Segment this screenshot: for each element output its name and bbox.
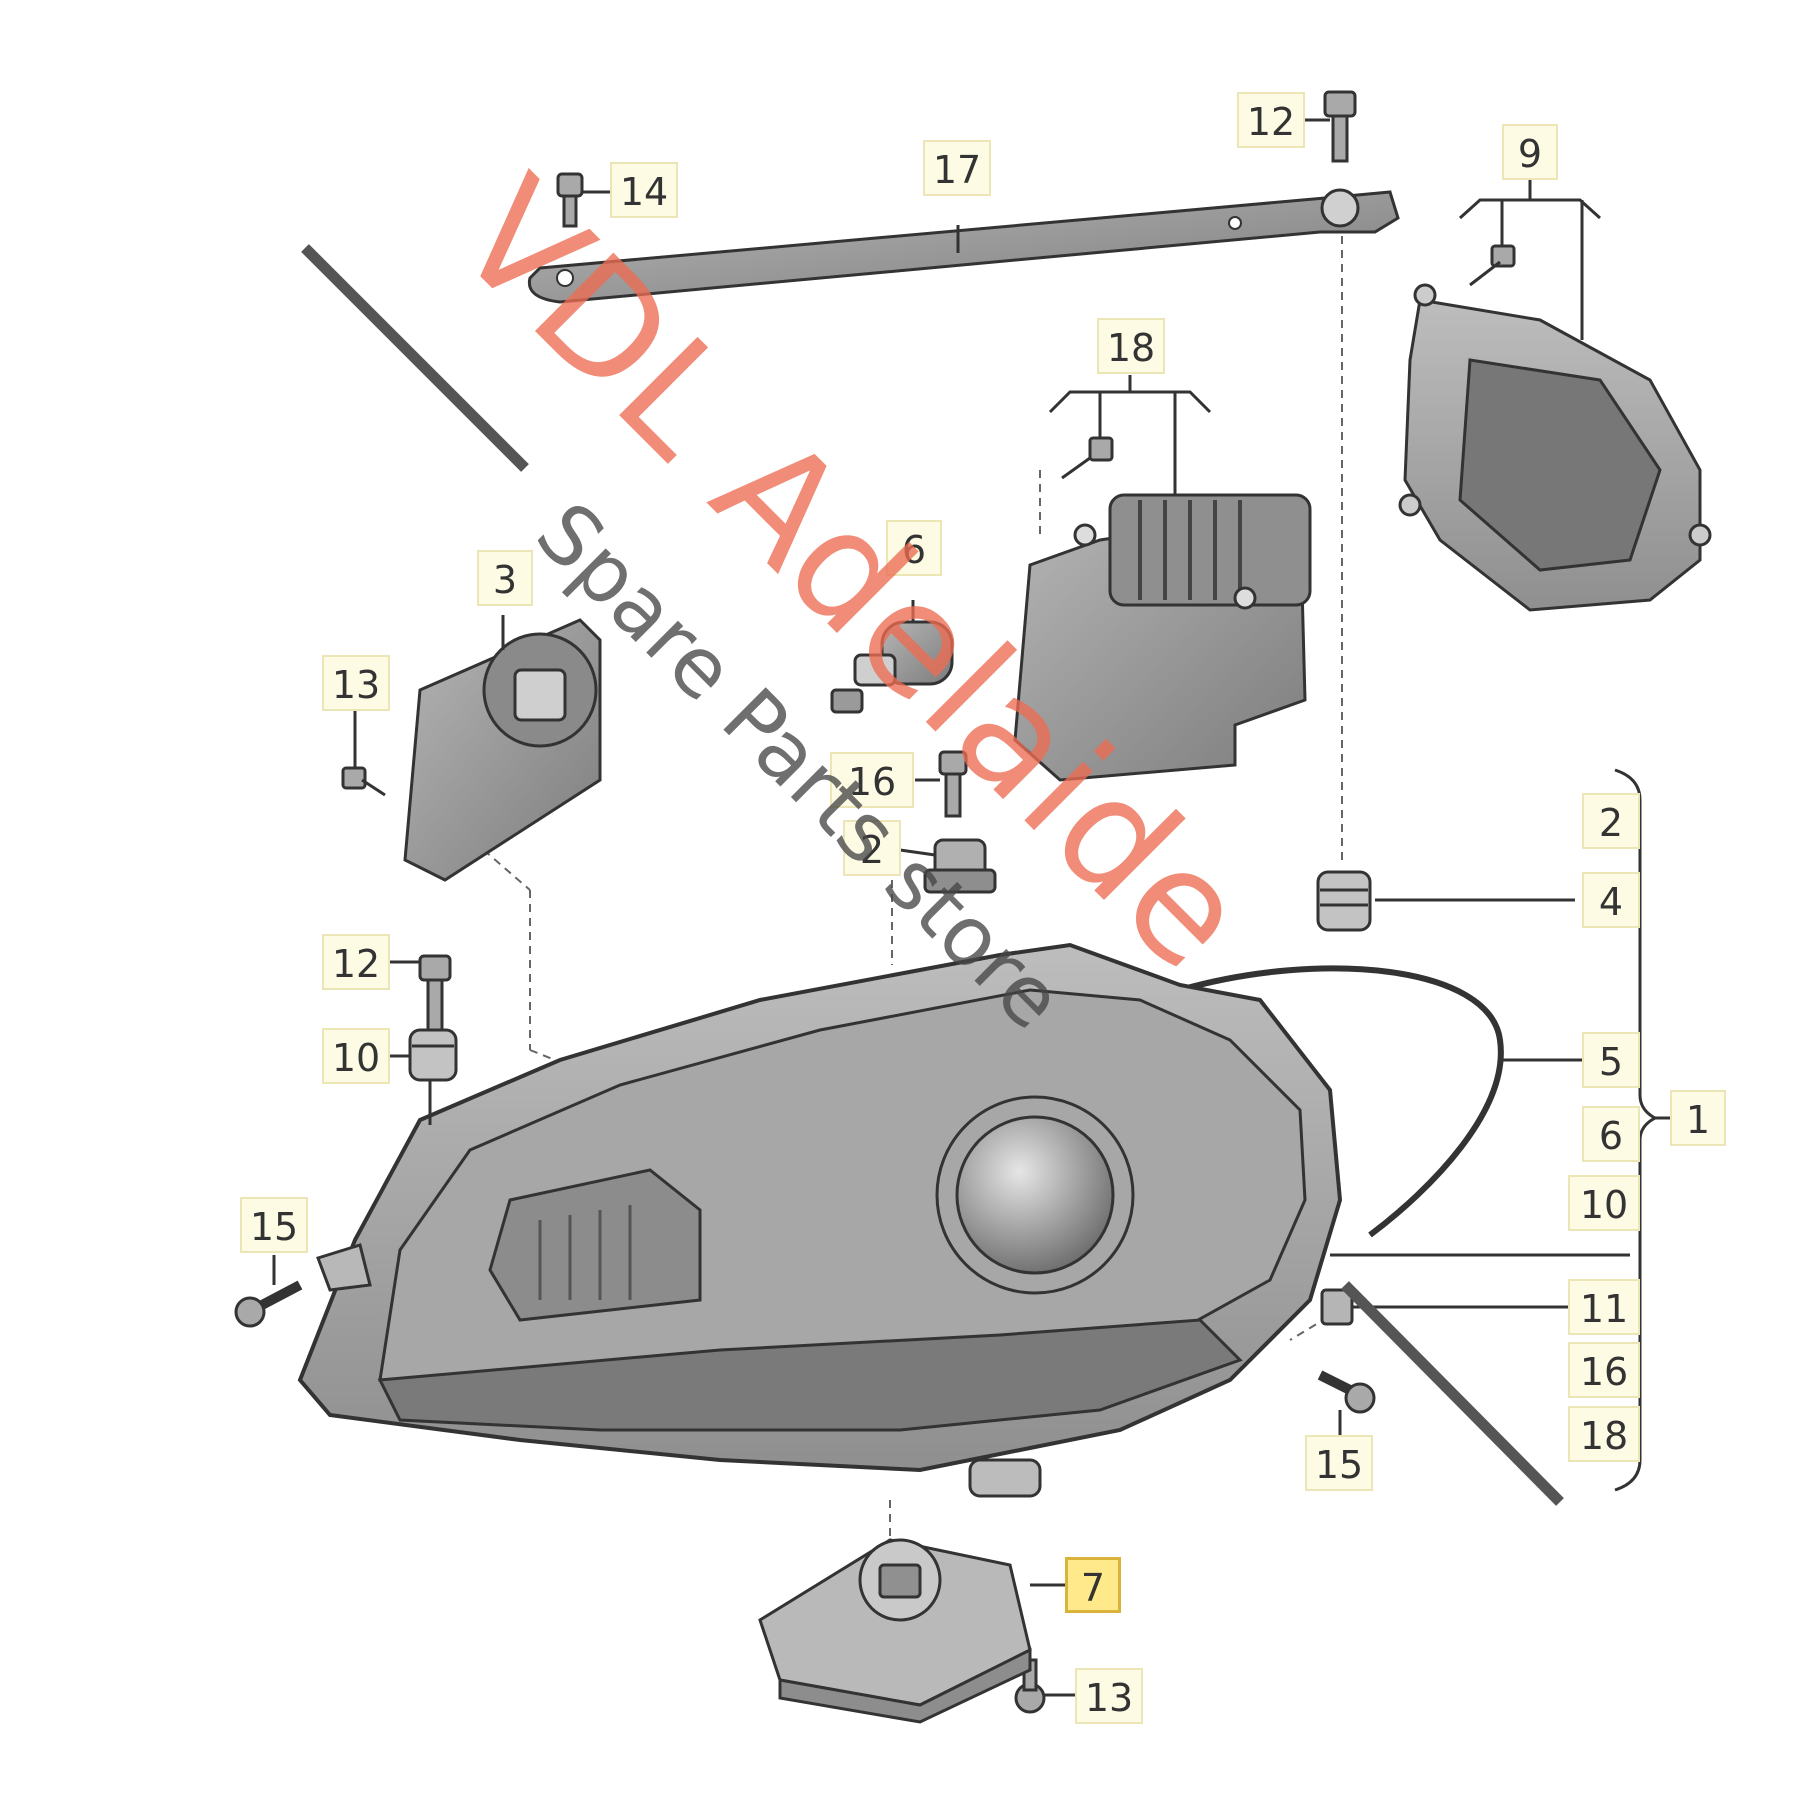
callout-13-left[interactable]: 13 — [322, 655, 390, 711]
callout-3[interactable]: 3 — [477, 550, 533, 606]
callout-5[interactable]: 5 — [1582, 1032, 1640, 1088]
callout-14[interactable]: 14 — [610, 162, 678, 218]
wire-5 — [1179, 965, 1504, 1238]
callout-10-right[interactable]: 10 — [1568, 1175, 1640, 1231]
callout-7-selected[interactable]: 7 — [1065, 1557, 1121, 1613]
bulb-6 — [830, 620, 954, 714]
callout-6-right[interactable]: 6 — [1582, 1106, 1640, 1162]
callout-12-top[interactable]: 12 — [1237, 92, 1305, 148]
callout-2-mid[interactable]: 2 — [843, 820, 901, 876]
callout-15-left[interactable]: 15 — [240, 1197, 308, 1253]
control-unit-18 — [1013, 493, 1312, 782]
callout-15-right[interactable]: 15 — [1305, 1435, 1373, 1491]
callout-18-right[interactable]: 18 — [1568, 1406, 1640, 1462]
control-unit-7 — [758, 1538, 1032, 1724]
callout-1[interactable]: 1 — [1670, 1090, 1726, 1146]
callout-10-left[interactable]: 10 — [322, 1028, 390, 1084]
mounting-bracket-17 — [527, 188, 1400, 304]
callout-16-mid[interactable]: 16 — [830, 752, 914, 808]
callout-4[interactable]: 4 — [1582, 872, 1640, 928]
callout-6-upper[interactable]: 6 — [886, 520, 942, 576]
callout-9[interactable]: 9 — [1502, 124, 1558, 180]
callout-18-top[interactable]: 18 — [1097, 318, 1165, 374]
adjuster-2 — [923, 838, 997, 894]
callout-17[interactable]: 17 — [923, 140, 991, 196]
cap-10 — [408, 1028, 458, 1082]
cap-4 — [1316, 870, 1372, 932]
cover-9 — [1398, 283, 1712, 612]
callout-13-bottom[interactable]: 13 — [1075, 1668, 1143, 1724]
callout-2-right[interactable]: 2 — [1582, 793, 1640, 849]
callout-11[interactable]: 11 — [1568, 1279, 1640, 1335]
headlight-housing-1 — [297, 942, 1343, 1498]
diagonal-strokes — [301, 244, 1564, 1506]
ballast-3 — [403, 618, 602, 882]
callout-leaders — [272, 118, 1670, 1697]
callout-12-left[interactable]: 12 — [322, 934, 390, 990]
callout-16-right[interactable]: 16 — [1568, 1342, 1640, 1398]
